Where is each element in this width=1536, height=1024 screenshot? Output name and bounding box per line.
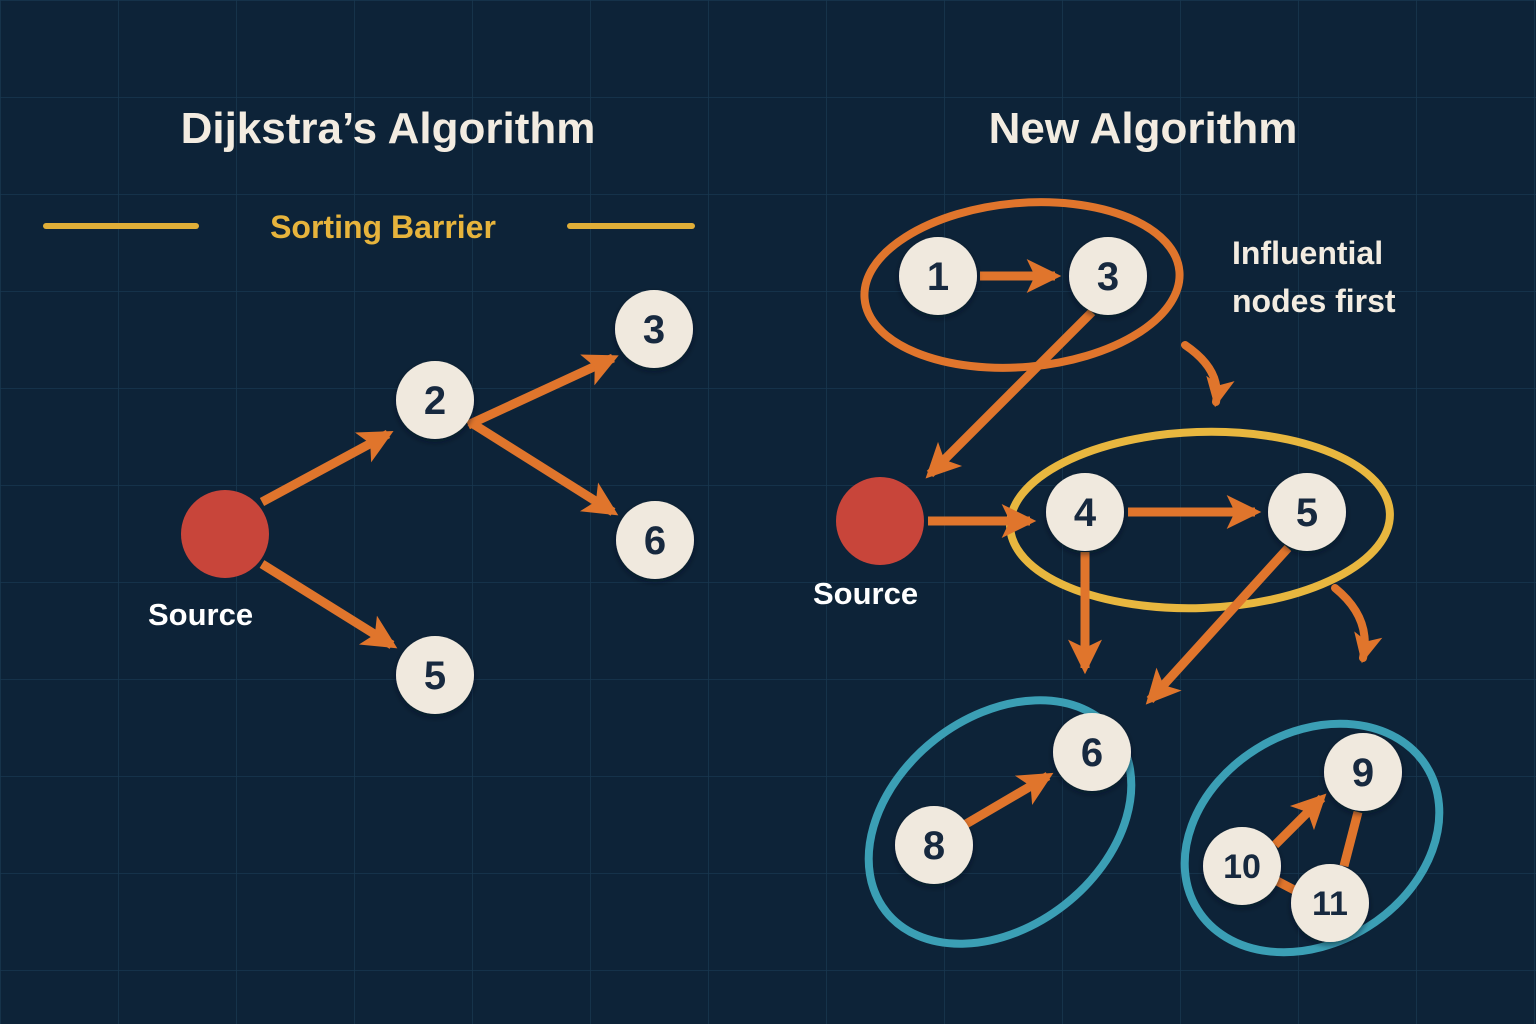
sorting-barrier: Sorting Barrier bbox=[43, 209, 695, 245]
left-source-label: Source bbox=[148, 597, 253, 632]
left-source-node[interactable] bbox=[181, 490, 269, 578]
node-label: 9 bbox=[1352, 751, 1374, 795]
right-node-10[interactable]: 10 bbox=[1203, 827, 1281, 905]
node-label: 3 bbox=[643, 308, 665, 352]
cluster-block-left-ellipse bbox=[864, 696, 1136, 948]
edge-source-to-5 bbox=[259, 560, 398, 649]
right-node-3[interactable]: 3 bbox=[1069, 237, 1147, 315]
left-node-6[interactable]: 6 bbox=[616, 501, 694, 579]
right-node-5[interactable]: 5 bbox=[1268, 473, 1346, 551]
node-circle bbox=[396, 361, 474, 439]
edge-10-to-9 bbox=[1271, 793, 1327, 849]
node-circle bbox=[615, 290, 693, 368]
node-circle bbox=[895, 806, 973, 884]
right-node-1[interactable]: 1 bbox=[899, 237, 977, 315]
node-circle bbox=[1053, 713, 1131, 791]
node-circle bbox=[1069, 237, 1147, 315]
left-panel-edges bbox=[259, 353, 619, 649]
right-panel: New Algorithm Influential nodes first bbox=[813, 104, 1444, 957]
edge-cluster-frontier-to-block-right bbox=[1331, 584, 1383, 664]
edge-2-to-3 bbox=[466, 353, 619, 430]
right-source-node[interactable] bbox=[836, 477, 924, 565]
node-circle bbox=[1046, 473, 1124, 551]
right-panel-edges bbox=[925, 258, 1383, 897]
right-node-8[interactable]: 8 bbox=[895, 806, 973, 884]
edge-8-to-6 bbox=[963, 772, 1054, 828]
source-circle bbox=[836, 477, 924, 565]
edge-11-to-9 bbox=[1339, 810, 1363, 868]
right-node-9[interactable]: 9 bbox=[1324, 733, 1402, 811]
edge-5-to-6 bbox=[1145, 544, 1292, 705]
node-label: 3 bbox=[1097, 255, 1119, 299]
node-label: 5 bbox=[424, 654, 446, 698]
node-label: 2 bbox=[424, 379, 446, 423]
node-circle bbox=[616, 501, 694, 579]
node-label: 6 bbox=[644, 519, 666, 563]
sorting-barrier-label: Sorting Barrier bbox=[270, 209, 496, 245]
influential-annotation-line1: Influential bbox=[1232, 235, 1383, 271]
node-circle bbox=[1203, 827, 1281, 905]
cluster-block-right-ellipse bbox=[1180, 719, 1444, 957]
node-circle bbox=[396, 636, 474, 714]
influential-annotation-line2: nodes first bbox=[1232, 283, 1396, 319]
edge-source-to-2 bbox=[259, 430, 394, 506]
edge-2-to-6 bbox=[467, 418, 619, 516]
right-panel-title: New Algorithm bbox=[989, 104, 1298, 153]
node-circle bbox=[1324, 733, 1402, 811]
node-circle bbox=[1268, 473, 1346, 551]
left-node-2[interactable]: 2 bbox=[396, 361, 474, 439]
node-circle bbox=[1291, 864, 1369, 942]
edge-3-to-source bbox=[925, 308, 1096, 479]
node-label: 4 bbox=[1074, 491, 1097, 535]
node-label: 11 bbox=[1312, 885, 1348, 923]
left-panel-title: Dijkstra’s Algorithm bbox=[181, 104, 596, 153]
left-panel: Dijkstra’s Algorithm Sorting Barrier Sou… bbox=[43, 104, 695, 714]
edge-cluster-influential-to-frontier bbox=[1181, 341, 1235, 408]
node-label: 6 bbox=[1081, 731, 1103, 775]
node-circle bbox=[899, 237, 977, 315]
right-source-label: Source bbox=[813, 576, 918, 611]
node-label: 8 bbox=[923, 824, 945, 868]
right-node-6[interactable]: 6 bbox=[1053, 713, 1131, 791]
right-node-11[interactable]: 11 bbox=[1291, 864, 1369, 942]
node-label: 1 bbox=[927, 255, 949, 299]
node-label: 10 bbox=[1223, 848, 1261, 886]
left-node-5[interactable]: 5 bbox=[396, 636, 474, 714]
left-node-3[interactable]: 3 bbox=[615, 290, 693, 368]
node-label: 5 bbox=[1296, 491, 1318, 535]
right-node-4[interactable]: 4 bbox=[1046, 473, 1124, 551]
cluster-influential-ellipse bbox=[860, 198, 1184, 372]
source-circle bbox=[181, 490, 269, 578]
